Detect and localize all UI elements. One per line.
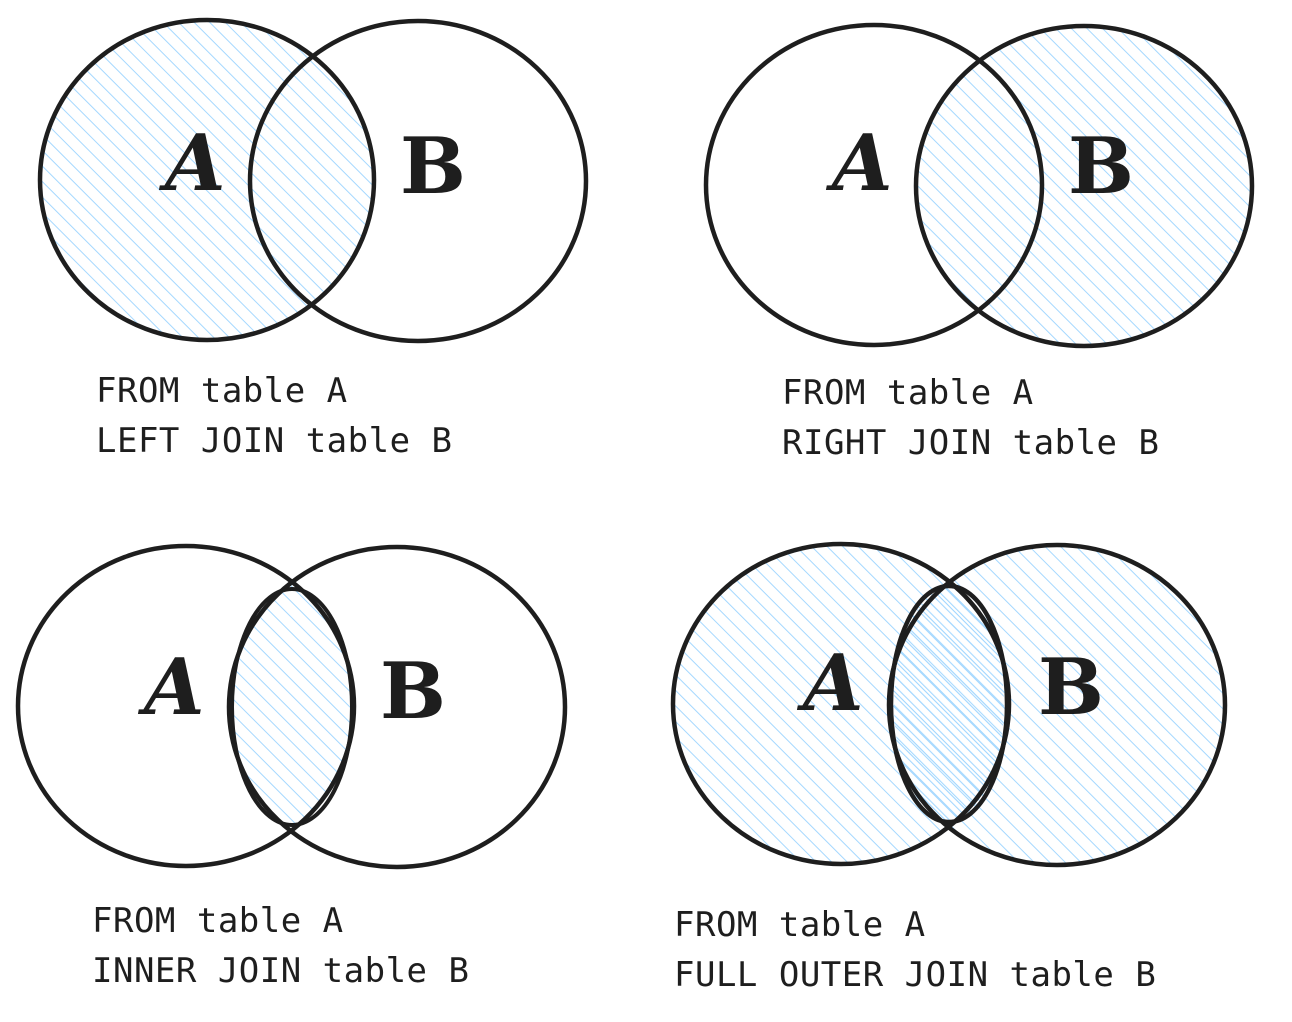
caption-right-join: FROM table A RIGHT JOIN table B (782, 368, 1159, 468)
label-a: A (137, 642, 205, 733)
caption-line-join: LEFT JOIN table B (96, 421, 453, 461)
caption-line-join: FULL OUTER JOIN table B (674, 955, 1157, 995)
circle-a (37, 17, 377, 343)
caption-line-from: FROM table A (674, 905, 926, 945)
venn-right-join: A B (703, 22, 1255, 349)
label-a: A (825, 118, 893, 209)
caption-full-outer-join: FROM table A FULL OUTER JOIN table B (674, 900, 1156, 1000)
label-a: A (796, 638, 864, 729)
label-b: B (1038, 642, 1104, 733)
caption-line-from: FROM table A (96, 371, 348, 411)
circle-b (913, 23, 1255, 349)
caption-line-join: INNER JOIN table B (92, 951, 470, 991)
circle-b (886, 542, 1228, 868)
circle-b-fill (916, 26, 1252, 346)
caption-inner-join: FROM table A INNER JOIN table B (92, 896, 469, 996)
circle-b (247, 18, 589, 344)
circle-a-fill (40, 20, 374, 340)
caption-line-from: FROM table A (92, 901, 344, 941)
caption-left-join: FROM table A LEFT JOIN table B (96, 366, 453, 466)
label-a: A (158, 118, 226, 209)
circle-a (703, 22, 1045, 348)
circle-b (226, 544, 568, 870)
caption-line-join: RIGHT JOIN table B (782, 423, 1160, 463)
label-b: B (380, 646, 446, 737)
venn-left-join: A B (37, 17, 589, 344)
venn-inner-join: A B (15, 543, 568, 870)
label-b: B (1068, 121, 1134, 212)
circle-a (670, 541, 1012, 867)
overlap-fill (229, 547, 354, 866)
label-b: B (400, 121, 466, 212)
caption-line-from: FROM table A (782, 373, 1034, 413)
venn-full-outer-join: A B (670, 541, 1228, 868)
overlap-fill (894, 588, 1004, 820)
circle-a (15, 543, 357, 869)
